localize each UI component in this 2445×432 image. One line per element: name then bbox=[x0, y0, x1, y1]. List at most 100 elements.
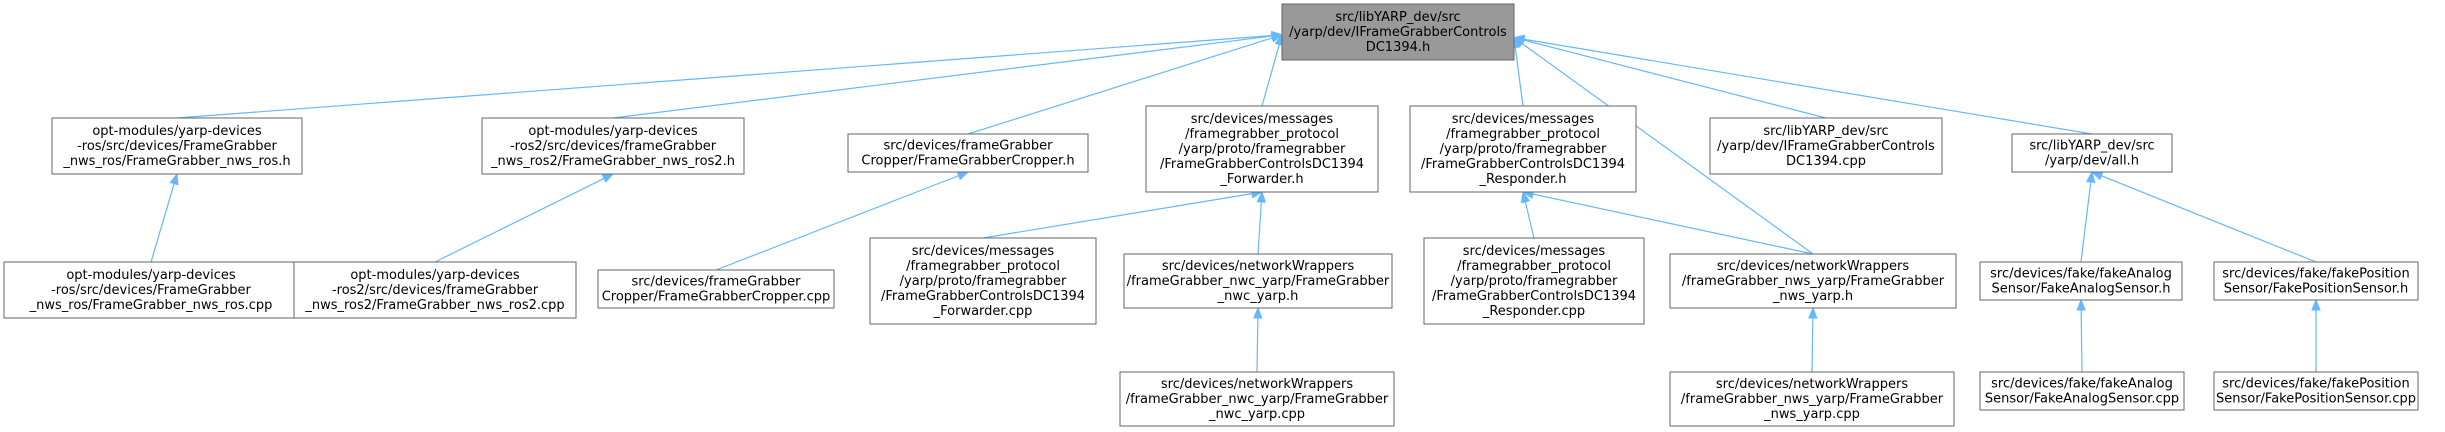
node-label-line: /frameGrabber_nws_yarp/FrameGrabber bbox=[1682, 274, 1945, 289]
include-edge bbox=[1523, 38, 2093, 135]
node-label-line: src/devices/networkWrappers bbox=[1717, 259, 1909, 274]
graph-node[interactable]: opt-modules/yarp-devices-ros/src/devices… bbox=[3, 261, 299, 319]
node-box bbox=[1709, 117, 1943, 175]
graph-node[interactable]: opt-modules/yarp-devices-ros/src/devices… bbox=[51, 117, 303, 175]
node-box bbox=[51, 117, 303, 175]
node-label-line: _nws_ros/FrameGrabber_nws_ros.h bbox=[62, 154, 290, 169]
graph-node[interactable]: src/libYARP_dev/src/yarp/dev/all.h bbox=[2011, 133, 2173, 173]
node-label-line: src/devices/fake/fakePosition bbox=[2222, 267, 2409, 282]
node-box bbox=[3, 261, 299, 319]
edge-arrowhead bbox=[2311, 298, 2321, 311]
graph-node[interactable]: src/devices/networkWrappers/frameGrabber… bbox=[1669, 371, 1955, 427]
graph-node[interactable]: src/devices/fake/fakePositionSensor/Fake… bbox=[2213, 371, 2419, 411]
node-label-line: opt-modules/yarp-devices bbox=[350, 268, 520, 283]
node-label-line: src/libYARP_dev/src bbox=[2029, 139, 2154, 154]
node-label-line: src/libYARP_dev/src bbox=[1335, 10, 1460, 25]
node-label-line: opt-modules/yarp-devices bbox=[92, 124, 262, 139]
include-edge bbox=[1811, 317, 1814, 373]
node-label-line: src/devices/messages bbox=[1452, 112, 1595, 127]
node-label-line: /frameGrabber_nws_yarp/FrameGrabber bbox=[1681, 392, 1944, 407]
edge-arrowhead bbox=[1253, 306, 1263, 319]
graph-node[interactable]: src/devices/fake/fakeAnalogSensor/FakeAn… bbox=[1979, 371, 2185, 411]
edge-arrowhead bbox=[1520, 190, 1531, 204]
node-label-line: src/devices/messages bbox=[912, 244, 1055, 259]
node-label-line: /yarp/proto/framegrabber bbox=[900, 274, 1067, 289]
include-edge bbox=[1261, 44, 1280, 107]
node-label-line: _nws_ros2/FrameGrabber_nws_ros2.cpp bbox=[304, 298, 564, 313]
graph-node-root[interactable]: src/libYARP_dev/src/yarp/dev/IFrameGrabb… bbox=[1281, 3, 1515, 61]
graph-node[interactable]: src/devices/networkWrappers/frameGrabber… bbox=[1119, 371, 1395, 427]
graph-node[interactable]: src/devices/messages/framegrabber_protoc… bbox=[1409, 105, 1637, 193]
node-box bbox=[1119, 371, 1395, 427]
node-label-line: /FrameGrabberControlsDC1394 bbox=[1432, 289, 1636, 304]
node-label-line: _Forwarder.cpp bbox=[933, 304, 1033, 319]
node-label-line: _Forwarder.h bbox=[1219, 172, 1303, 187]
node-label-line: /framegrabber_protocol bbox=[1457, 259, 1611, 274]
nodes-layer: src/libYARP_dev/src/yarp/dev/IFrameGrabb… bbox=[3, 3, 2419, 427]
edge-arrowhead bbox=[1270, 33, 1284, 43]
node-label-line: src/devices/frameGrabber bbox=[632, 275, 802, 290]
node-label-line: /framegrabber_protocol bbox=[906, 259, 1060, 274]
graph-node[interactable]: src/devices/messages/framegrabber_protoc… bbox=[1423, 237, 1645, 325]
node-box bbox=[2213, 371, 2419, 411]
node-label-line: _nwc_yarp.h bbox=[1217, 289, 1299, 304]
include-edge bbox=[1521, 42, 1814, 255]
node-box bbox=[1123, 253, 1393, 309]
include-edge bbox=[1523, 39, 1827, 119]
node-box bbox=[481, 117, 745, 175]
edge-arrowhead bbox=[1808, 306, 1818, 319]
graph-node[interactable]: src/libYARP_dev/src/yarp/dev/IFrameGrabb… bbox=[1709, 117, 1943, 175]
graph-node[interactable]: src/devices/messages/framegrabber_protoc… bbox=[1145, 105, 1379, 193]
graph-node[interactable]: opt-modules/yarp-devices-ros2/src/device… bbox=[481, 117, 745, 175]
node-box bbox=[597, 269, 835, 309]
node-box bbox=[1979, 371, 2185, 411]
node-label-line: src/devices/networkWrappers bbox=[1161, 377, 1353, 392]
node-label-line: src/devices/fake/fakeAnalog bbox=[1991, 377, 2173, 392]
node-label-line: _Responder.cpp bbox=[1482, 304, 1585, 319]
node-box bbox=[1669, 371, 1955, 427]
node-label-line: /FrameGrabberControlsDC1394 bbox=[1421, 157, 1625, 172]
node-box bbox=[1669, 253, 1957, 309]
node-label-line: /frameGrabber_nwc_yarp/FrameGrabber bbox=[1126, 392, 1389, 407]
graph-node[interactable]: src/devices/fake/fakeAnalogSensor/FakeAn… bbox=[1979, 261, 2183, 301]
edge-arrowhead bbox=[601, 173, 615, 183]
edge-arrowhead bbox=[169, 172, 179, 186]
include-edge bbox=[612, 35, 1273, 119]
node-label-line: /yarp/proto/framegrabber bbox=[1440, 142, 1607, 157]
include-edge bbox=[1532, 193, 1814, 255]
node-label-line: /yarp/dev/IFrameGrabberControls bbox=[1717, 139, 1935, 154]
node-box bbox=[1145, 105, 1379, 193]
node-label-line: _nws_yarp.h bbox=[1772, 289, 1853, 304]
include-edge bbox=[967, 37, 1273, 135]
graph-node[interactable]: src/devices/frameGrabberCropper/FrameGra… bbox=[597, 269, 835, 309]
include-edge bbox=[982, 193, 1253, 239]
include-edge bbox=[715, 175, 959, 271]
node-label-line: /yarp/proto/framegrabber bbox=[1451, 274, 1618, 289]
node-label-line: src/devices/networkWrappers bbox=[1716, 377, 1908, 392]
graph-node[interactable]: src/devices/fake/fakePositionSensor/Fake… bbox=[2213, 261, 2419, 301]
node-label-line: /framegrabber_protocol bbox=[1185, 127, 1339, 142]
node-label-line: _nws_ros/FrameGrabber_nws_ros.cpp bbox=[29, 298, 273, 313]
include-edge bbox=[2080, 181, 2092, 263]
node-label-line: Sensor/FakeAnalogSensor.h bbox=[1992, 282, 2171, 297]
graph-node[interactable]: src/devices/frameGrabberCropper/FrameGra… bbox=[847, 133, 1089, 173]
node-label-line: opt-modules/yarp-devices bbox=[528, 124, 698, 139]
edges-layer bbox=[150, 30, 2321, 373]
edge-arrowhead bbox=[1256, 190, 1267, 203]
node-box bbox=[1423, 237, 1645, 325]
graph-node[interactable]: opt-modules/yarp-devices-ros2/src/device… bbox=[293, 261, 577, 319]
node-label-line: src/devices/frameGrabber bbox=[884, 139, 1054, 154]
node-label-line: Sensor/FakePositionSensor.cpp bbox=[2216, 392, 2416, 407]
node-label-line: src/devices/networkWrappers bbox=[1162, 259, 1354, 274]
graph-node[interactable]: src/devices/messages/framegrabber_protoc… bbox=[869, 237, 1097, 325]
include-edge bbox=[176, 34, 1273, 119]
graph-node[interactable]: src/devices/networkWrappers/frameGrabber… bbox=[1123, 253, 1393, 309]
graph-node[interactable]: src/devices/networkWrappers/frameGrabber… bbox=[1669, 253, 1957, 309]
node-label-line: /FrameGrabberControlsDC1394 bbox=[881, 289, 1085, 304]
node-box bbox=[1281, 3, 1515, 61]
node-label-line: -ros/src/devices/FrameGrabber bbox=[77, 139, 277, 154]
node-label-line: /framegrabber_protocol bbox=[1446, 127, 1600, 142]
edge-arrowhead bbox=[1512, 34, 1526, 45]
node-label-line: src/devices/fake/fakePosition bbox=[2222, 377, 2409, 392]
